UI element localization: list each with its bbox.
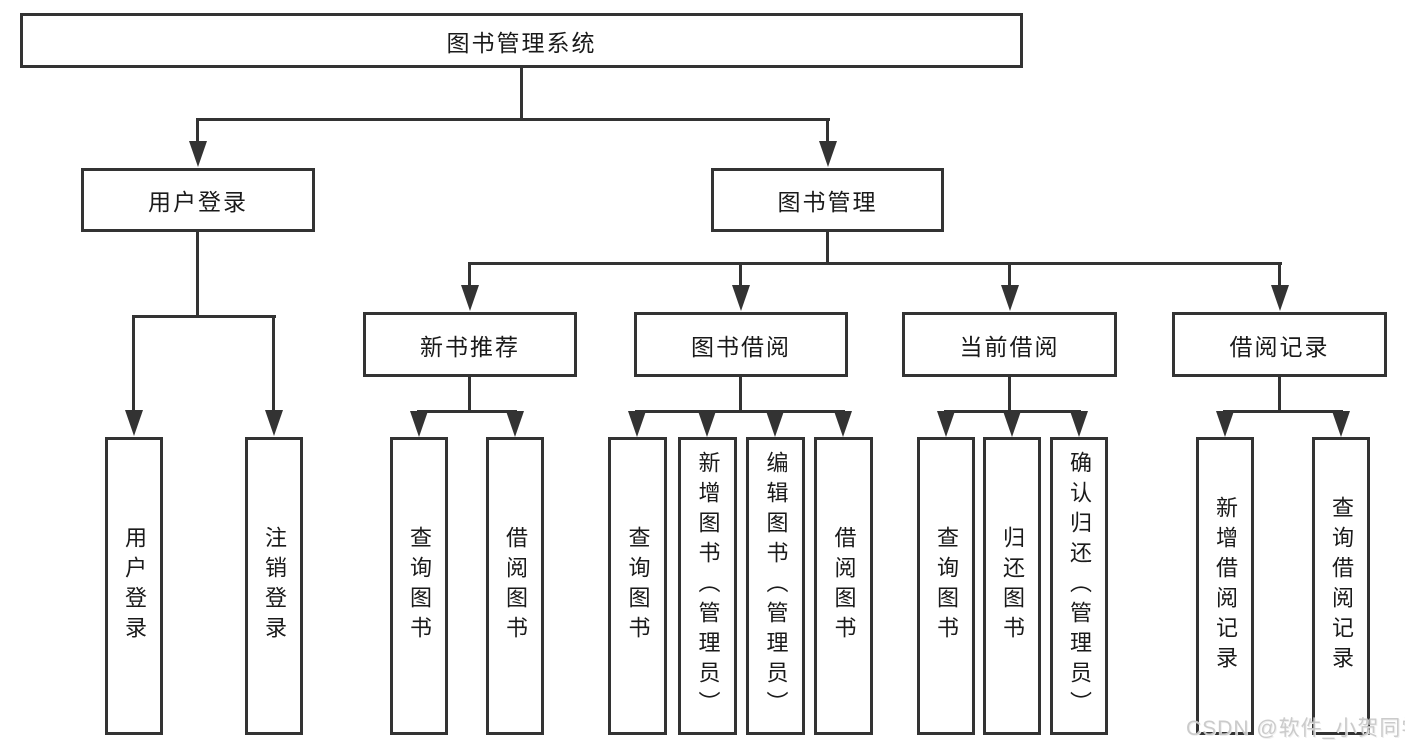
arrow-to-add-borrow-record bbox=[1216, 411, 1234, 437]
arrow-to-book-management bbox=[819, 141, 837, 167]
connector-to-book-borrowing bbox=[739, 262, 742, 286]
leaf-query-borrow-record: 查询借阅记录 bbox=[1312, 437, 1370, 735]
node-label: 查询借阅记录 bbox=[1329, 496, 1354, 676]
arrow-to-edit-books bbox=[766, 411, 784, 437]
leaf-confirm-return-admin: 确认归还（管理员） bbox=[1050, 437, 1108, 735]
leaf-user-login: 用户登录 bbox=[105, 437, 163, 735]
node-book-borrowing: 图书借阅 bbox=[634, 312, 848, 377]
arrow-to-query-books-1 bbox=[410, 411, 428, 437]
node-borrowing-records: 借阅记录 bbox=[1172, 312, 1387, 377]
arrow-to-query-borrow-record bbox=[1332, 411, 1350, 437]
leaf-return-books: 归还图书 bbox=[983, 437, 1041, 735]
connector-book-management-rail bbox=[469, 262, 1282, 265]
node-label: 新增借阅记录 bbox=[1213, 496, 1238, 676]
connector-to-new-book-recommend bbox=[468, 262, 471, 286]
node-label: 新书推荐 bbox=[420, 333, 520, 360]
node-label: 用户登录 bbox=[122, 526, 147, 646]
arrow-to-borrow-books-1 bbox=[506, 411, 524, 437]
connector-user-login-rail bbox=[133, 315, 276, 318]
connector-book-management-stem bbox=[826, 232, 829, 262]
leaf-logout: 注销登录 bbox=[245, 437, 303, 735]
node-new-book-recommend: 新书推荐 bbox=[363, 312, 577, 377]
leaf-query-books-3: 查询图书 bbox=[917, 437, 975, 735]
arrow-to-confirm-return bbox=[1070, 411, 1088, 437]
arrow-to-user-login bbox=[189, 141, 207, 167]
arrow-to-borrowing-records bbox=[1271, 285, 1289, 311]
csdn-watermark: CSDN @软件_小贺同学 bbox=[1186, 717, 1405, 740]
connector-book-borrowing-rail bbox=[635, 410, 845, 413]
node-label: 确认归还（管理员） bbox=[1067, 451, 1092, 721]
arrow-to-leaf-logout bbox=[265, 410, 283, 436]
connector-root-to-book-management bbox=[826, 118, 829, 143]
node-label: 查询图书 bbox=[934, 526, 959, 646]
leaf-add-borrow-record: 新增借阅记录 bbox=[1196, 437, 1254, 735]
node-user-login: 用户登录 bbox=[81, 168, 315, 232]
arrow-to-leaf-user-login bbox=[125, 410, 143, 436]
connector-to-borrowing-records bbox=[1278, 262, 1281, 286]
connector-to-current-borrowing bbox=[1008, 262, 1011, 286]
connector-root-stem bbox=[520, 68, 523, 118]
node-label: 图书管理系统 bbox=[446, 29, 597, 56]
connector-user-login-stem bbox=[196, 232, 199, 315]
node-label: 借阅记录 bbox=[1229, 333, 1330, 360]
node-book-management: 图书管理 bbox=[711, 168, 944, 232]
arrow-to-query-books-3 bbox=[937, 411, 955, 437]
arrow-to-return-books bbox=[1003, 411, 1021, 437]
arrow-to-current-borrowing bbox=[1001, 285, 1019, 311]
arrow-to-query-books-2 bbox=[628, 411, 646, 437]
node-label: 归还图书 bbox=[1000, 526, 1025, 646]
connector-new-book-stem bbox=[468, 377, 471, 410]
arrow-to-borrow-books-2 bbox=[834, 411, 852, 437]
connector-to-leaf-user-login bbox=[132, 315, 135, 411]
connector-borrowing-records-stem bbox=[1278, 377, 1281, 410]
leaf-query-books-1: 查询图书 bbox=[390, 437, 448, 735]
arrow-to-book-borrowing bbox=[732, 285, 750, 311]
node-current-borrowing: 当前借阅 bbox=[902, 312, 1117, 377]
connector-current-borrowing-stem bbox=[1008, 377, 1011, 410]
node-library-management-system: 图书管理系统 bbox=[20, 13, 1023, 68]
connector-to-leaf-logout bbox=[272, 315, 275, 411]
arrow-to-new-book-recommend bbox=[461, 285, 479, 311]
leaf-borrow-books-1: 借阅图书 bbox=[486, 437, 544, 735]
connector-root-rail bbox=[197, 118, 830, 121]
node-label: 借阅图书 bbox=[503, 526, 528, 646]
arrow-to-add-books bbox=[698, 411, 716, 437]
leaf-borrow-books-2: 借阅图书 bbox=[814, 437, 873, 735]
node-label: 查询图书 bbox=[625, 526, 651, 646]
node-label: 图书借阅 bbox=[691, 333, 791, 360]
connector-root-to-user-login bbox=[196, 118, 199, 143]
node-label: 借阅图书 bbox=[831, 526, 857, 646]
node-label: 编辑图书（管理员） bbox=[763, 451, 789, 721]
node-label: 注销登录 bbox=[262, 526, 287, 646]
leaf-add-books-admin: 新增图书（管理员） bbox=[678, 437, 737, 735]
node-label: 当前借阅 bbox=[959, 333, 1060, 360]
node-label: 新增图书（管理员） bbox=[695, 451, 721, 721]
node-label: 图书管理 bbox=[777, 189, 878, 215]
node-label: 查询图书 bbox=[407, 526, 432, 646]
connector-book-borrowing-stem bbox=[739, 377, 742, 410]
connector-borrowing-records-rail bbox=[1223, 410, 1343, 413]
connector-new-book-rail bbox=[417, 410, 517, 413]
node-label: 用户登录 bbox=[148, 189, 248, 215]
leaf-edit-books-admin: 编辑图书（管理员） bbox=[746, 437, 805, 735]
leaf-query-books-2: 查询图书 bbox=[608, 437, 667, 735]
